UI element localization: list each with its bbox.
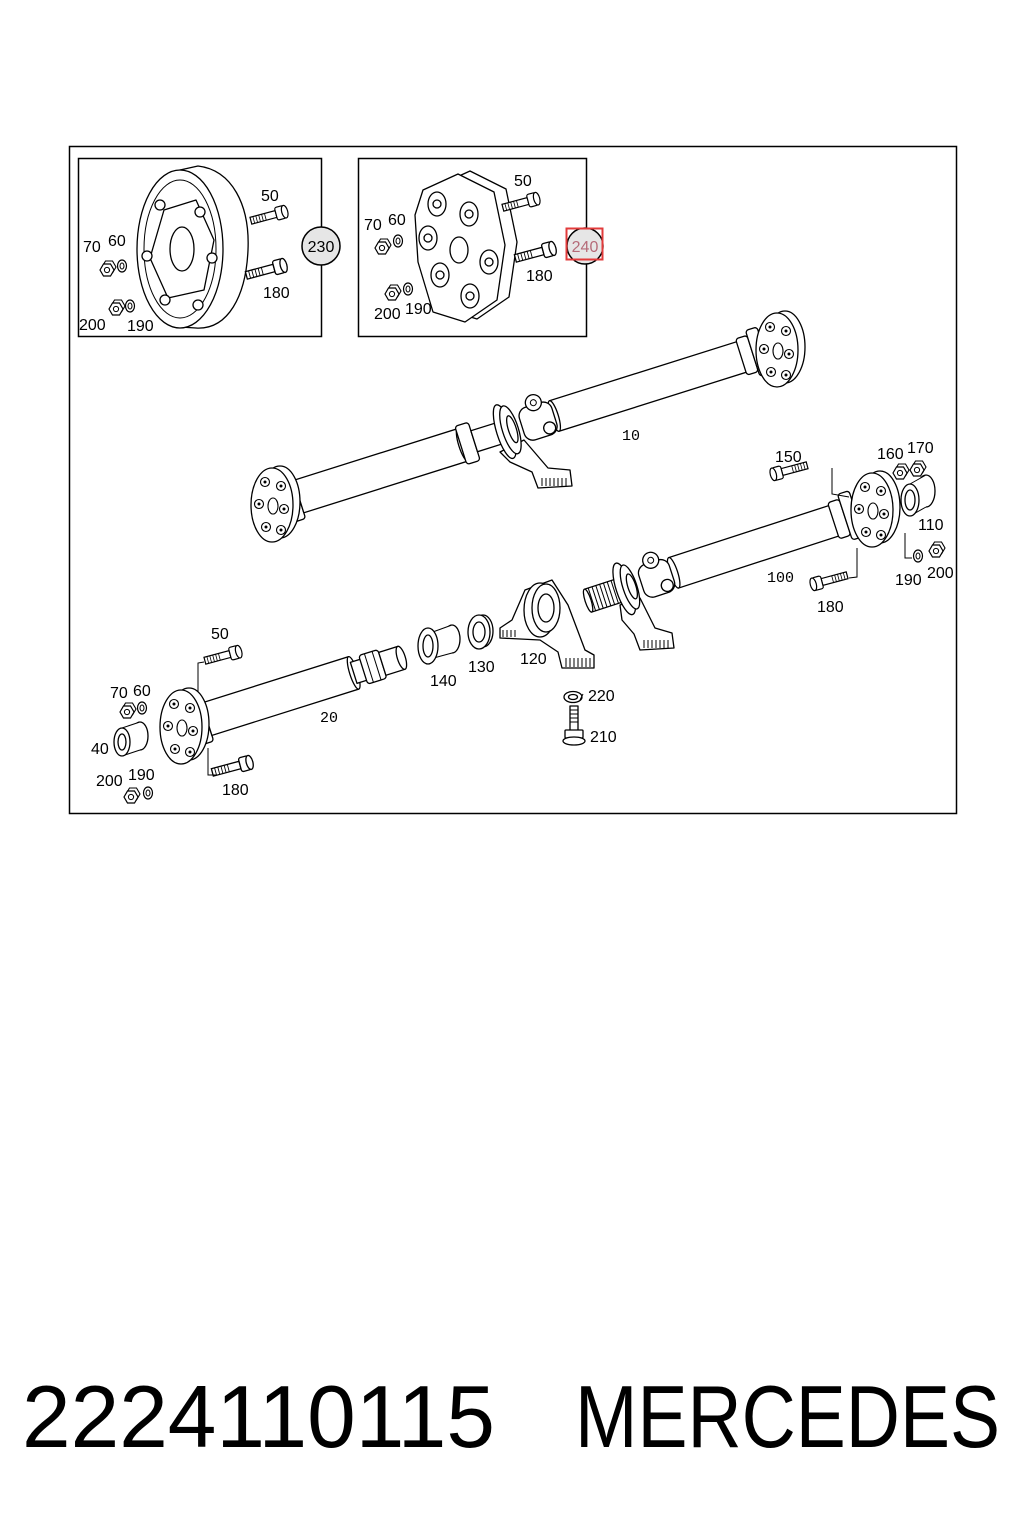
part-number: 2224110115	[22, 1367, 495, 1466]
inset-flex-disc-240: 50 70 60 200 190 180 240	[357, 157, 604, 338]
propeller-shaft-10: 10	[250, 310, 806, 543]
coupling-disc	[136, 165, 249, 329]
flex-disc	[414, 170, 518, 323]
label-nut: 200	[927, 565, 954, 582]
flex-disc-icon	[755, 310, 806, 388]
leader-line	[848, 548, 858, 579]
callout-circle-230	[301, 226, 341, 266]
label-nut-lower: 200	[96, 773, 123, 790]
label-bolt-upper: 50	[514, 173, 532, 190]
label-sleeve: 110	[918, 517, 944, 534]
label-washer-lower: 190	[127, 318, 154, 335]
universal-joint	[518, 394, 558, 441]
label-shaft: 100	[767, 570, 794, 587]
flex-disc-icon	[850, 470, 901, 548]
brand-name: MERCEDES	[575, 1367, 1000, 1466]
sleeve-110	[900, 474, 936, 517]
label-washer: 190	[895, 572, 922, 589]
label-bearing: 120	[520, 651, 547, 668]
washer-icon	[392, 234, 404, 248]
label-bolt-upper: 50	[261, 188, 279, 205]
flex-disc-icon	[250, 465, 301, 543]
leader-line	[197, 661, 205, 692]
label-nut-left: 70	[83, 239, 101, 256]
diagram-frame	[68, 145, 958, 815]
label-ring: 130	[468, 659, 495, 676]
washer-icon	[402, 282, 414, 296]
bolt-210	[562, 705, 586, 746]
label-sleeve: 40	[91, 741, 109, 758]
label-sleeve: 140	[430, 673, 457, 690]
label-nut-b: 170	[907, 440, 934, 457]
center-bearing-120	[499, 579, 595, 669]
callout-label-240: 240	[572, 239, 599, 256]
label-washer-lower: 190	[128, 767, 155, 784]
label-nut-a: 160	[877, 446, 904, 463]
label-washer-left: 60	[388, 212, 406, 229]
label-bolt-lower: 180	[526, 268, 553, 285]
washer-icon	[912, 549, 924, 563]
washer-icon	[124, 299, 136, 313]
label-nut: 70	[110, 685, 128, 702]
ring-130	[467, 614, 494, 650]
label-bolt: 210	[590, 729, 617, 746]
label-nut-left: 70	[364, 217, 382, 234]
label-nut-lower: 200	[79, 317, 106, 334]
label-washer-left: 60	[108, 233, 126, 250]
label-bolt-upper: 50	[211, 626, 229, 643]
label-washer-lower: 190	[405, 301, 432, 318]
label-shaft: 10	[622, 428, 640, 445]
flex-disc-icon	[159, 687, 210, 765]
center-bearing-ring	[612, 562, 641, 616]
leader-line	[904, 533, 912, 559]
label-bolt-upper: 150	[775, 449, 802, 466]
label-washer: 220	[588, 688, 615, 705]
label-bolt-lower: 180	[817, 599, 844, 616]
label-nut-lower: 200	[374, 306, 401, 323]
label-shaft: 20	[320, 710, 338, 727]
propeller-shaft-20: 20 50 70 60 40 200 190 180	[91, 626, 408, 804]
label-washer: 60	[133, 683, 151, 700]
label-bolt-lower: 180	[222, 782, 249, 799]
washer-icon	[136, 701, 148, 715]
label-bolt-lower: 180	[263, 285, 290, 302]
propeller-shaft-100: 100 150 160 170 110 180 190 200	[582, 440, 954, 651]
leader-line	[831, 468, 850, 498]
washer-icon	[116, 259, 128, 273]
universal-joint	[637, 551, 676, 598]
callout-label-230: 230	[308, 239, 335, 256]
leader-line	[207, 748, 216, 776]
center-bearing-ring	[492, 404, 522, 460]
sleeve-40	[113, 721, 149, 757]
lock-washer-220	[563, 690, 584, 704]
inset-coupling-230: 50 70 60 200 190 180 230	[77, 157, 341, 338]
washer-icon	[142, 786, 154, 800]
highlight-box	[565, 227, 604, 261]
sleeve-140	[417, 624, 461, 665]
center-bearing-parts: 120 130 140 220 210	[417, 579, 617, 746]
